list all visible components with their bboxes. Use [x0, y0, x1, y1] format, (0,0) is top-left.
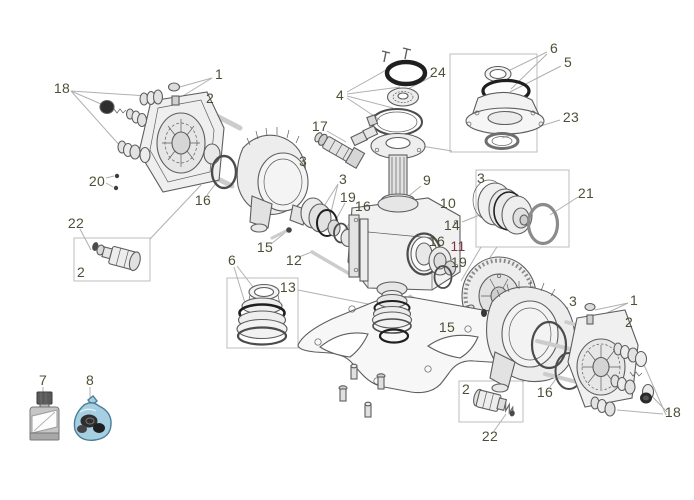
- leader-line: [326, 130, 347, 143]
- right-pump-head: [567, 302, 655, 417]
- leader-line: [105, 175, 115, 179]
- leader-line: [640, 357, 667, 416]
- valve-parts-right: [473, 388, 515, 417]
- leader-line: [297, 289, 379, 307]
- seal-kit-parts: [465, 65, 545, 150]
- leader-line: [105, 182, 114, 188]
- leader-line: [346, 86, 401, 95]
- leader-line: [493, 413, 507, 432]
- ball-check: [113, 185, 119, 191]
- boot-kit-box: [226, 277, 299, 349]
- lock-nut: [286, 227, 292, 233]
- leader-line: [233, 266, 246, 304]
- leader-line: [270, 231, 287, 245]
- leader-line: [175, 77, 213, 89]
- pump-manifold: [347, 195, 461, 297]
- inlet-fitting: [314, 132, 366, 169]
- leader-line: [70, 90, 123, 149]
- base-plate: [297, 289, 523, 418]
- leader-line: [149, 184, 202, 240]
- leader-line: [509, 65, 562, 93]
- left-pump-head: [99, 82, 243, 193]
- shaft-seal-stack: [350, 47, 428, 147]
- leader-line: [79, 228, 92, 251]
- leader-line: [346, 95, 394, 109]
- valve-box-right: [458, 380, 524, 423]
- leader-line: [460, 246, 482, 282]
- valve-parts-left: [92, 242, 141, 272]
- valve-box-left: [73, 237, 151, 282]
- leader-line: [616, 409, 664, 415]
- detail-boxes: [73, 53, 570, 423]
- leader-line: [236, 265, 254, 288]
- piston-kit-box: [475, 169, 570, 248]
- oil-bottle: [29, 391, 60, 441]
- seal-kit-box: [449, 53, 538, 153]
- leader-line: [510, 53, 548, 90]
- boot-kit-parts: [236, 283, 288, 346]
- leader-line: [594, 302, 629, 311]
- piston-kit-parts: [472, 179, 560, 246]
- valve-o-ring: [509, 410, 515, 417]
- crankcase-cover-left: [236, 127, 309, 233]
- seal-kit-bag: [73, 395, 112, 441]
- crankcase-cover-right: [481, 279, 594, 393]
- leader-line: [420, 145, 453, 152]
- ball-check: [114, 173, 120, 179]
- leader-line: [70, 90, 149, 97]
